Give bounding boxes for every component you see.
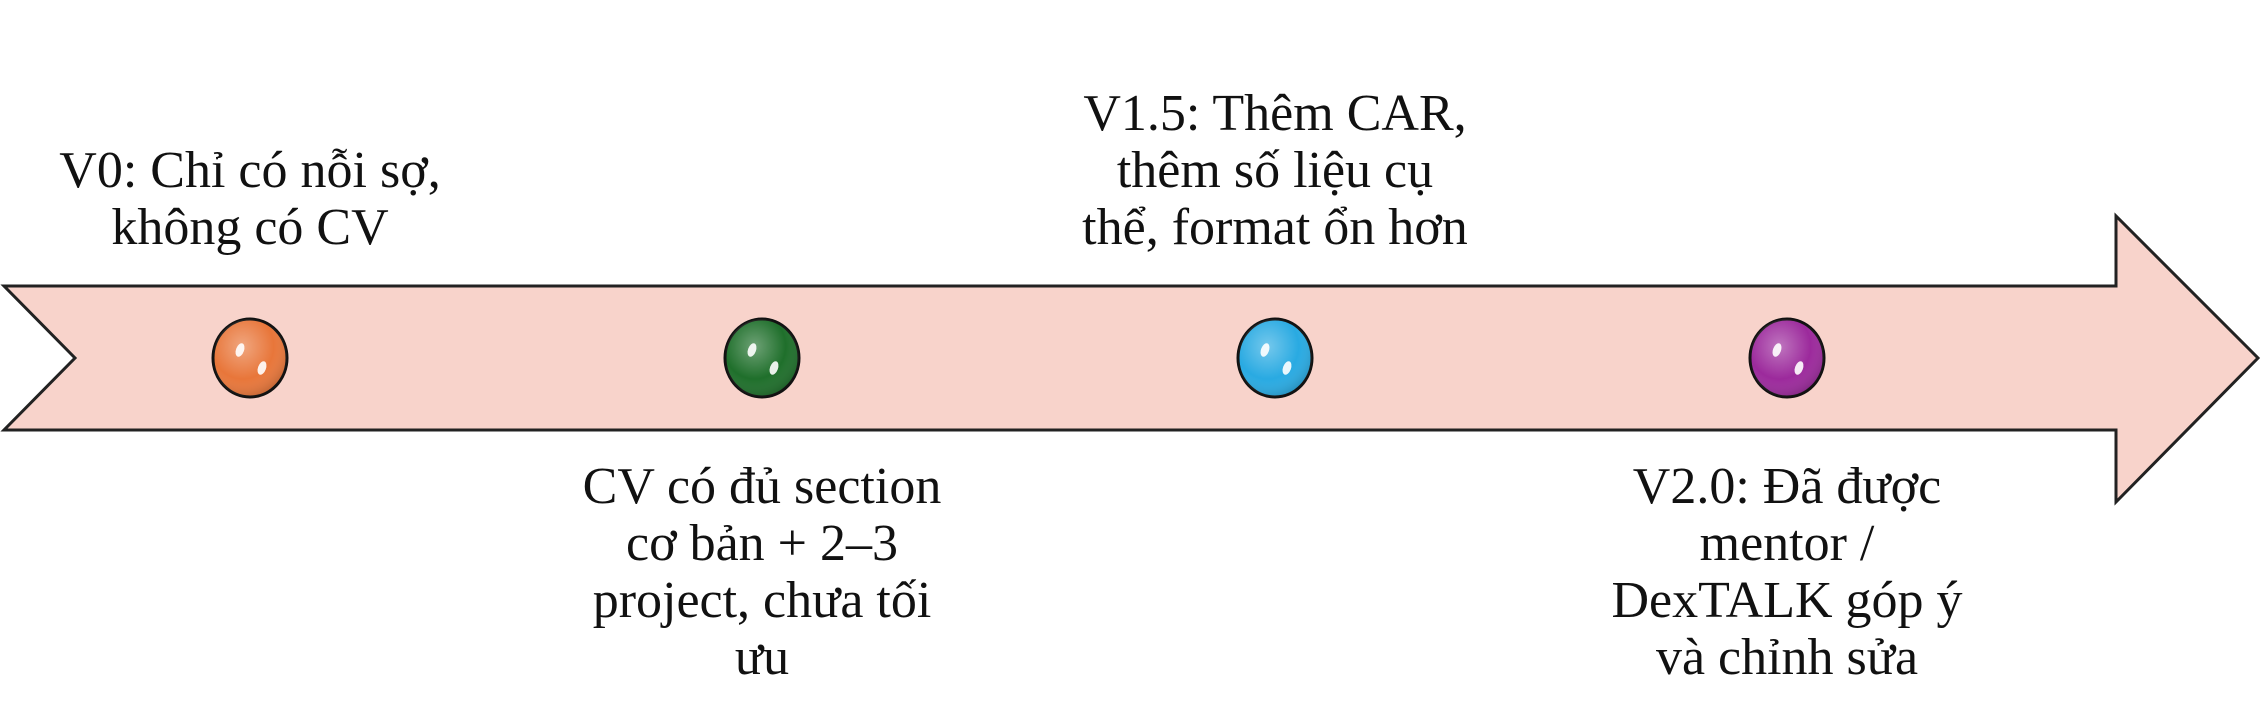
milestone-label-line: và chỉnh sửa (1655, 629, 1919, 686)
timeline-arrow (0, 212, 2261, 506)
milestone-label-line: V1.5: Thêm CAR, (1083, 85, 1467, 142)
milestone-label-line: project, chưa tối (592, 572, 932, 629)
milestone-label-line: mentor / (1699, 515, 1875, 572)
milestone-label-line: không có CV (111, 199, 389, 256)
milestone-label-line: V0: Chỉ có nỗi sợ, (59, 142, 441, 199)
milestone-label-line: thêm số liệu cụ (1116, 142, 1434, 199)
milestone-label-line: ưu (734, 629, 790, 686)
milestone-label-line: V2.0: Đã được (1632, 458, 1942, 515)
milestone-label: V0: Chỉ có nỗi sợ,không có CV (0, 142, 530, 256)
milestone-label-line: thể, format ổn hơn (1082, 199, 1468, 256)
milestone-dot (1236, 317, 1314, 399)
milestone-label-line: CV có đủ section (582, 458, 942, 515)
milestone-label-line: DexTALK góp ý (1611, 572, 1963, 629)
milestone-dot (1748, 317, 1826, 399)
milestone-dot (723, 317, 801, 399)
milestone-label-line: cơ bản + 2–3 (626, 515, 898, 572)
milestone-dot (211, 317, 289, 399)
